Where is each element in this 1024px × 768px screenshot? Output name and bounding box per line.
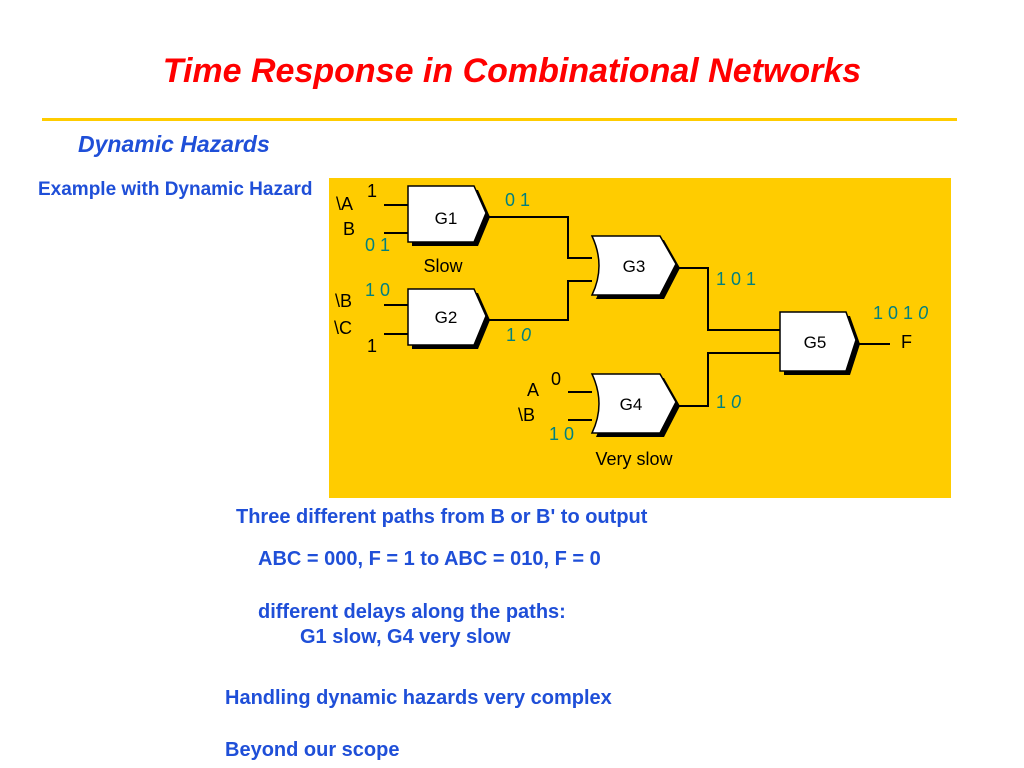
g4-top-value: 0 [551,369,561,389]
g4-delay-label: Very slow [595,449,673,469]
g3-out-value: 1 0 1 [716,269,756,289]
gate-g1-label: G1 [435,209,458,228]
gate-g3: G3 [590,235,680,299]
constant-values: 1 1 0 F [367,181,912,389]
g1-top-value: 1 [367,181,377,201]
gate-g5: G5 [779,311,860,375]
gate-g3-label: G3 [623,257,646,276]
g2-bottom-value: 1 [367,336,377,356]
transition-values: 0 1 0 1 1 0 1 0 1 0 1 1 0 1 0 1 0 1 0 [365,190,928,444]
gate-g4: G4 [590,373,680,437]
g2-out-value: 1 0 [506,325,531,345]
example-label: Example with Dynamic Hazard [38,179,313,200]
input-not-a: \A [336,194,353,214]
input-not-c: \C [334,318,352,338]
g1-delay-label: Slow [423,256,463,276]
note-paths: Three different paths from B or B' to ou… [236,506,648,528]
input-b: B [343,219,355,239]
input-names: \A B \B \C A \B [334,194,539,425]
slide-title: Time Response in Combinational Networks [162,52,862,90]
title-divider [42,118,957,121]
slide-subtitle: Dynamic Hazards [78,131,270,157]
g1-out-value: 0 1 [505,190,530,210]
g1-bottom-value: 0 1 [365,235,390,255]
g4-out-value: 1 0 [716,392,741,412]
note-delays-line2: G1 slow, G4 very slow [300,626,511,648]
note-scope: Beyond our scope [225,739,400,761]
gate-g2: G2 [407,288,490,349]
input-not-b: \B [335,291,352,311]
input-a: A [527,380,539,400]
gate-g2-label: G2 [435,308,458,327]
g2-top-value: 1 0 [365,280,390,300]
g4-bottom-value: 1 0 [549,424,574,444]
gate-g1: G1 [407,185,490,246]
input-not-b-g4: \B [518,405,535,425]
gate-g5-label: G5 [804,333,827,352]
output-f-label: F [901,332,912,352]
note-delays-line1: different delays along the paths: [258,601,566,623]
note-transition: ABC = 000, F = 1 to ABC = 010, F = 0 [258,548,601,570]
note-complexity: Handling dynamic hazards very complex [225,687,612,709]
gate-g4-label: G4 [620,395,643,414]
circuit-wires [384,204,890,421]
f-value: 1 0 1 0 [873,303,928,323]
